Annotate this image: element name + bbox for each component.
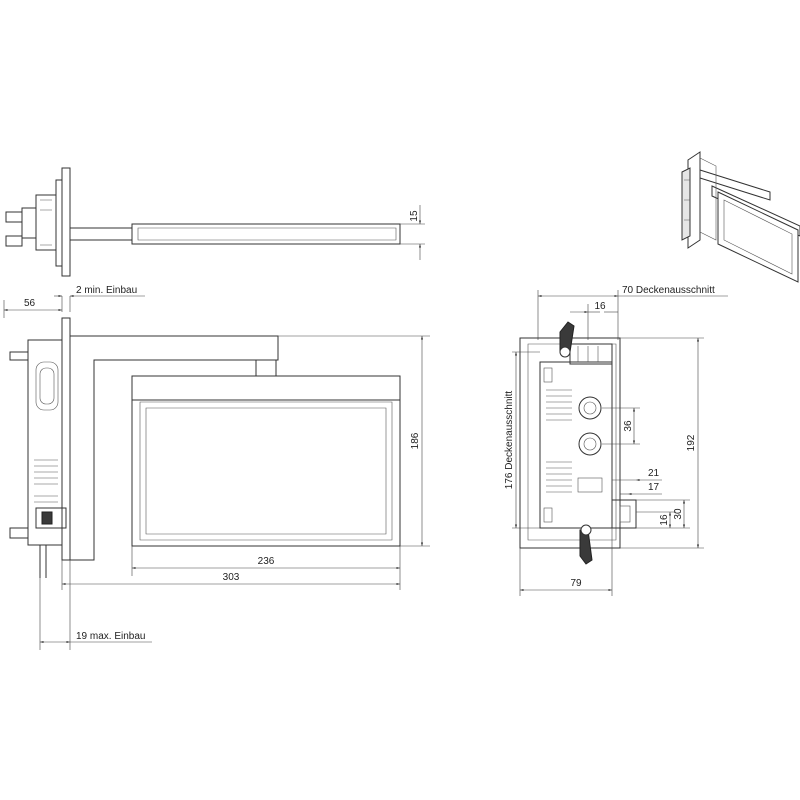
- dim-186: 186: [410, 432, 421, 449]
- label-max-install: 19 max. Einbau: [76, 631, 146, 642]
- front-view: 2 min. Einbau 56 186: [3, 285, 430, 650]
- dim-17: 17: [648, 482, 660, 493]
- label-ceiling-cutout-width: 70 Deckenausschnitt: [622, 285, 715, 296]
- dim-192: 192: [686, 434, 697, 451]
- rear-view: 70 Deckenausschnitt 16: [504, 285, 728, 596]
- label-ceiling-cutout-length: 176 Deckenausschnitt: [504, 391, 515, 490]
- dim-21: 21: [648, 468, 660, 479]
- top-side-view: 15: [5, 167, 425, 277]
- dim-303: 303: [223, 572, 240, 583]
- dim-79: 79: [570, 578, 582, 589]
- label-min-install: 2 min. Einbau: [76, 285, 137, 296]
- isometric-view: [681, 151, 800, 283]
- dim-236: 236: [258, 556, 275, 567]
- dim-36: 36: [623, 420, 634, 432]
- dim-15: 15: [409, 210, 420, 222]
- dim-16-top: 16: [594, 301, 606, 312]
- dim-56: 56: [24, 298, 36, 309]
- dim-16-right: 16: [659, 514, 670, 526]
- dim-30: 30: [673, 508, 684, 520]
